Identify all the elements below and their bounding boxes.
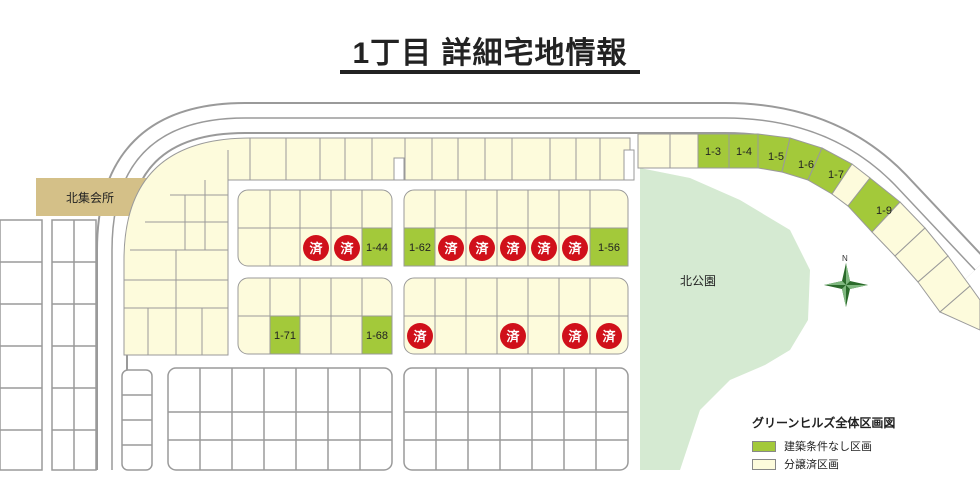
- left-lots: [0, 219, 97, 471]
- block-a-bottom: [237, 277, 629, 355]
- legend-item-sold: 分譲済区画: [752, 455, 895, 473]
- sold-marker: 済: [596, 323, 622, 349]
- arc-lots: [637, 133, 980, 331]
- legend-swatch-green: [752, 440, 776, 452]
- title-underline: [340, 70, 640, 74]
- sold-marker: 済: [303, 235, 329, 261]
- lot-label-1-4[interactable]: 1-4: [736, 146, 752, 158]
- svg-text:済: 済: [568, 241, 582, 256]
- svg-text:済: 済: [506, 329, 520, 344]
- svg-text:済: 済: [309, 241, 323, 256]
- sold-marker: 済: [562, 235, 588, 261]
- sold-marker: 済: [469, 235, 495, 261]
- sold-marker: 済: [334, 235, 360, 261]
- svg-text:済: 済: [475, 241, 489, 256]
- svg-text:済: 済: [506, 241, 520, 256]
- sold-marker: 済: [531, 235, 557, 261]
- gap-top-1: [393, 157, 405, 181]
- legend-title: グリーンヒルズ全体区画図: [752, 416, 896, 430]
- svg-text:済: 済: [602, 329, 616, 344]
- legend: グリーンヒルズ全体区画図 建築条件なし区画 分譲済区画: [752, 414, 895, 473]
- lot-label-1-9[interactable]: 1-9: [876, 205, 892, 217]
- svg-text:済: 済: [537, 241, 551, 256]
- sold-markers: 済 済 済 済 済 済 済 済 済 済 済: [303, 235, 622, 349]
- sold-marker: 済: [438, 235, 464, 261]
- compass-icon: [824, 263, 868, 307]
- lot-label-1-7[interactable]: 1-7: [828, 169, 844, 181]
- lot-label-1-5[interactable]: 1-5: [768, 151, 784, 163]
- legend-label: 建築条件なし区画: [784, 441, 872, 453]
- lower-lots: [121, 367, 629, 471]
- sold-marker: 済: [500, 235, 526, 261]
- legend-item-unconditional: 建築条件なし区画: [752, 437, 895, 455]
- lot-label-1-56[interactable]: 1-56: [598, 242, 620, 254]
- svg-text:済: 済: [444, 241, 458, 256]
- lot-label-1-71[interactable]: 1-71: [274, 330, 296, 342]
- svg-text:済: 済: [413, 329, 427, 344]
- lot-label-1-62[interactable]: 1-62: [409, 242, 431, 254]
- gap-top-2: [623, 149, 635, 181]
- curved-block: [123, 137, 631, 356]
- community-center-label: 北集会所: [65, 190, 114, 205]
- park-label: 北公園: [680, 274, 717, 288]
- sold-marker: 済: [500, 323, 526, 349]
- svg-text:済: 済: [340, 241, 354, 256]
- legend-swatch-yellow: [752, 458, 776, 470]
- sold-marker: 済: [562, 323, 588, 349]
- compass-north-label: N: [842, 254, 848, 263]
- sold-marker: 済: [407, 323, 433, 349]
- lot-label-1-3[interactable]: 1-3: [705, 146, 721, 158]
- park-area: [640, 168, 810, 470]
- svg-text:済: 済: [568, 329, 582, 344]
- legend-label: 分譲済区画: [784, 459, 839, 471]
- lot-label-1-6[interactable]: 1-6: [798, 159, 814, 171]
- page-title: 1丁目 詳細宅地情報: [352, 37, 628, 70]
- lot-label-1-68[interactable]: 1-68: [366, 330, 388, 342]
- lot-label-1-44[interactable]: 1-44: [366, 242, 388, 254]
